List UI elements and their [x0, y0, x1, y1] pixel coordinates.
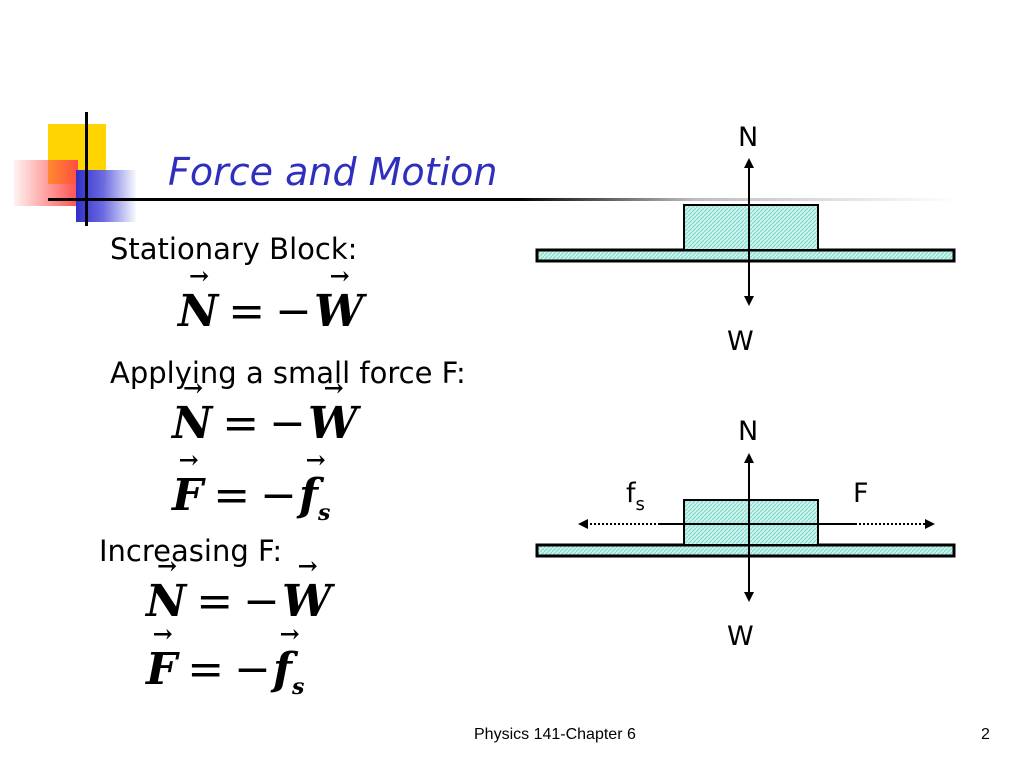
equals-sign: = — [187, 644, 225, 695]
weight-label: W — [727, 621, 754, 652]
friction-symbol: f — [273, 644, 292, 695]
friction-label: fs — [626, 478, 645, 515]
vector-f: F — [146, 648, 177, 692]
vector-n: N — [178, 290, 218, 334]
heading-stationary-block: Stationary Block: — [110, 232, 358, 266]
equation-force-friction-2: F=−fs — [146, 648, 305, 700]
vector-f: F — [172, 474, 203, 518]
minus-sign: − — [243, 576, 280, 627]
friction-letter: f — [626, 478, 637, 509]
minus-sign: − — [234, 644, 271, 695]
diagram-applied-force: N W fs F — [535, 416, 956, 652]
friction-subscript: s — [291, 674, 305, 700]
vector-w: W — [308, 402, 357, 446]
normal-label: N — [738, 122, 758, 153]
equals-sign: = — [196, 576, 234, 627]
minus-sign: − — [269, 398, 306, 449]
friction-label-subscript: s — [636, 494, 645, 515]
applied-force-label: F — [853, 478, 869, 509]
heading-small-force: Applying a small force F: — [110, 356, 466, 390]
friction-subscript: s — [317, 500, 331, 526]
vector-n: N — [172, 402, 212, 446]
title-underline — [48, 198, 518, 201]
vector-w: W — [282, 580, 331, 624]
footer-course: Physics 141-Chapter 6 — [474, 726, 636, 743]
block-bottom — [683, 499, 819, 546]
surface-top — [535, 248, 956, 263]
equation-force-friction: F=−fs — [172, 474, 331, 526]
equals-sign: = — [222, 398, 260, 449]
surface-bottom — [535, 543, 956, 558]
block-top — [683, 204, 819, 251]
weight-label: W — [727, 326, 754, 357]
equals-sign: = — [213, 470, 251, 521]
equals-sign: = — [228, 286, 266, 337]
heading-increasing-f: Increasing F: — [99, 534, 283, 568]
equation-normal-weight-2: N=−W — [172, 402, 357, 446]
minus-sign: − — [260, 470, 297, 521]
minus-sign: − — [275, 286, 312, 337]
equation-normal-weight-3: N=−W — [146, 580, 331, 624]
friction-symbol: f — [299, 470, 318, 521]
ornament-vertical-line — [85, 112, 88, 226]
vector-fs: fs — [299, 474, 331, 526]
vector-n: N — [146, 580, 186, 624]
page-number: 2 — [981, 726, 990, 743]
title-underline-fade — [518, 198, 958, 201]
vector-w: W — [314, 290, 363, 334]
diagram-stationary: N W — [535, 122, 956, 357]
slide-title: Force and Motion — [168, 150, 498, 194]
vector-fs: fs — [273, 648, 305, 700]
equation-normal-weight: N=−W — [178, 290, 363, 334]
normal-label: N — [738, 416, 758, 447]
